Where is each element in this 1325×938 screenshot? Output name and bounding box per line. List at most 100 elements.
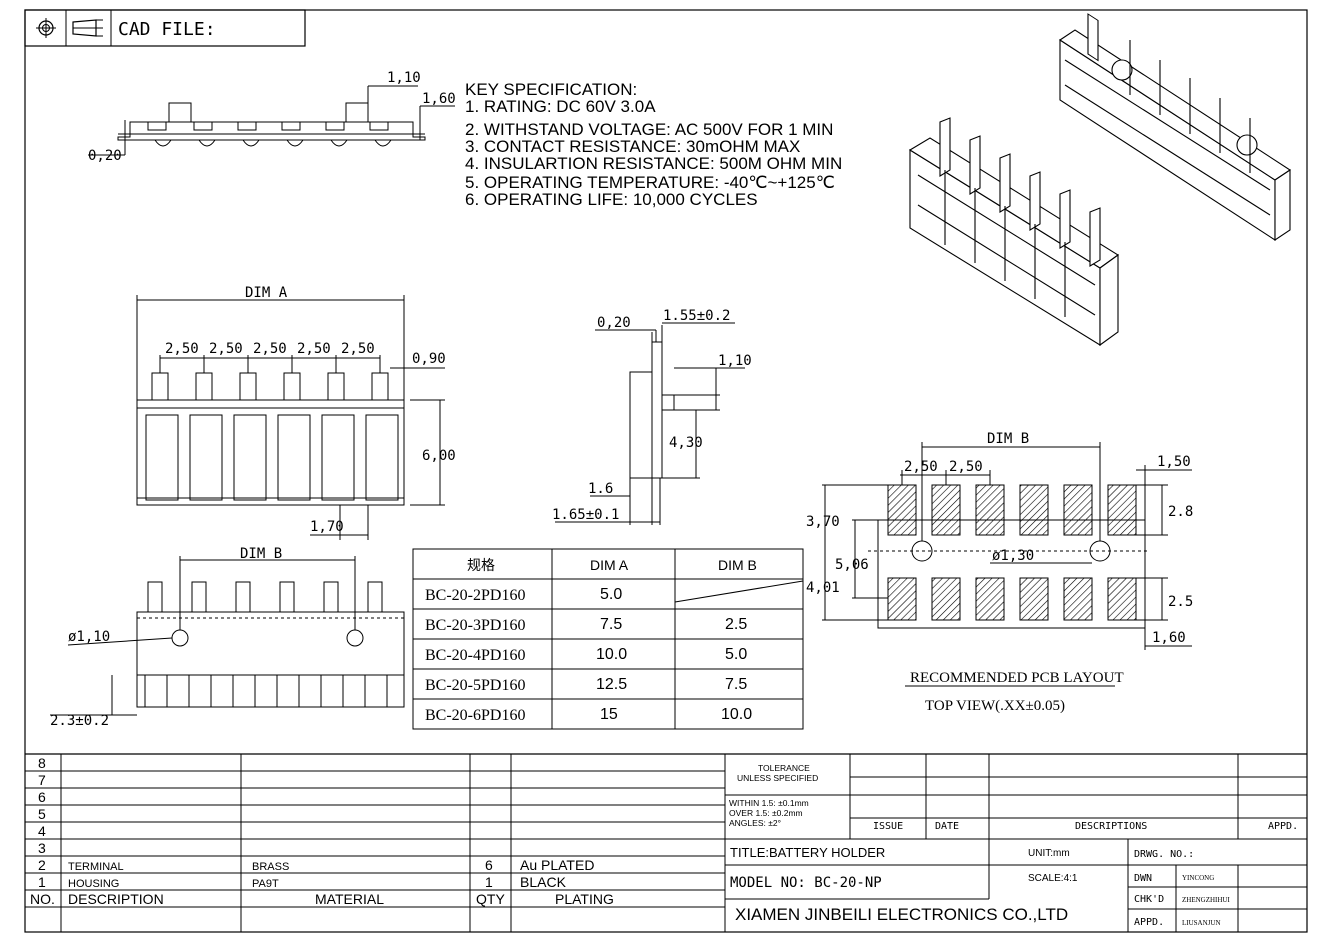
bom-plating: Au PLATED: [520, 857, 594, 873]
table-cell: 12.5: [596, 676, 627, 693]
chkd-label: CHK'D: [1134, 894, 1164, 905]
pcb-dim-160: 1,60: [1152, 630, 1186, 646]
table-cell: 5.0: [725, 646, 747, 663]
bom-no: 4: [38, 823, 46, 839]
bom-desc: HOUSING: [68, 878, 119, 890]
pcb-dim-250b: 2,50: [949, 459, 983, 475]
bottom-dim-b: DIM B: [240, 546, 282, 562]
tolerance-title-text: TOLERANCE: [758, 763, 810, 773]
position-tolerance-icon: [36, 18, 56, 38]
bom-table: [25, 753, 1307, 932]
pcb-caption-title: RECOMMENDED PCB LAYOUT: [910, 670, 1124, 686]
table-cell: 7.5: [725, 676, 747, 693]
bom-no: 8: [38, 755, 46, 771]
pcb-dim-28: 2.8: [1168, 504, 1193, 520]
key-spec-item: 2. WITHSTAND VOLTAGE: AC 500V FOR 1 MIN: [465, 120, 833, 139]
section-view: [555, 322, 745, 525]
bom-header-no: NO.: [30, 891, 55, 907]
pcb-dim-150: 1,50: [1157, 454, 1191, 470]
section-dim-16: 1.6: [588, 481, 613, 497]
table-cell: 10.0: [721, 706, 752, 723]
bom-no: 1: [38, 874, 46, 890]
top-view: [136, 295, 445, 540]
pcb-layout: [822, 442, 1192, 687]
key-specification: KEY SPECIFICATION: 1. RATING: DC 60V 3.0…: [465, 80, 842, 209]
bom-desc: TERMINAL: [68, 861, 124, 873]
bom-no: 2: [38, 857, 46, 873]
bottom-view: [50, 556, 405, 716]
bom-qty: 1: [485, 874, 493, 890]
bom-header-plating: PLATING: [555, 891, 614, 907]
top-dim-600: 6,00: [422, 448, 456, 464]
top-dim-170: 1,70: [310, 519, 344, 535]
scale-label: SCALE:4:1: [1028, 873, 1078, 884]
section-dim-110: 1,10: [718, 353, 752, 369]
bom-qty: 6: [485, 857, 493, 873]
table-cell: 5.0: [600, 586, 622, 603]
table-header: DIM B: [718, 557, 757, 573]
bom-material: BRASS: [252, 861, 289, 873]
top-pitch: 2,50: [209, 341, 243, 357]
title-block: [725, 754, 1307, 932]
model-number: MODEL NO: BC-20-NP: [730, 875, 882, 891]
descriptions-label: DESCRIPTIONS: [1075, 821, 1147, 832]
top-pitch: 2,50: [297, 341, 331, 357]
bom-no: 6: [38, 789, 46, 805]
cad-file-header: CAD FILE:: [24, 9, 306, 47]
isometric-view: [908, 13, 1291, 347]
appd-name: LIUSANJUN: [1182, 919, 1221, 927]
top-pitch: 2,50: [253, 341, 287, 357]
bom-no: 5: [38, 806, 46, 822]
bom-no: 7: [38, 772, 46, 788]
drawing-frame: [24, 9, 1308, 933]
chkd-name: ZHENGZHIHUI: [1182, 896, 1230, 904]
drawing-title: TITLE:BATTERY HOLDER: [730, 845, 885, 860]
table-cell: BC-20-4PD160: [425, 647, 525, 664]
appd-label-2: APPD.: [1134, 917, 1164, 928]
table-cell: BC-20-6PD160: [425, 707, 525, 724]
company-name: XIAMEN JINBEILI ELECTRONICS CO.,LTD: [735, 905, 1068, 924]
section-dim-430: 4,30: [669, 435, 703, 451]
bom-material: PA9T: [252, 878, 279, 890]
table-cell: BC-20-3PD160: [425, 617, 525, 634]
pcb-dim-401: 4,01: [806, 580, 840, 596]
dim-table-text: 规格 DIM A DIM B BC-20-2PD160 5.0 BC-20-3P…: [425, 557, 757, 724]
key-spec-title: KEY SPECIFICATION:: [465, 80, 637, 99]
top-dim-a: DIM A: [245, 285, 288, 301]
bottom-dim-23: 2.3±0.2: [50, 713, 109, 729]
section-dim-155: 1.55±0.2: [663, 308, 730, 324]
dim-table: [412, 548, 804, 730]
key-spec-item: 6. OPERATING LIFE: 10,000 CYCLES: [465, 190, 758, 209]
table-cell: 10.0: [596, 646, 627, 663]
bom-no: 3: [38, 840, 46, 856]
tolerance-title-line2: UNLESS SPECIFIED: [737, 773, 818, 783]
table-cell: 2.5: [725, 616, 747, 633]
side-view: [88, 85, 455, 156]
issue-label: ISSUE: [873, 821, 903, 832]
section-dim-165: 1.65±0.1: [552, 507, 619, 523]
projection-symbol-icon: [72, 19, 103, 37]
pcb-dim-b: DIM B: [987, 431, 1029, 447]
tolerance-title: TOLERANCE UNLESS SPECIFIED: [737, 763, 818, 783]
appd-label: APPD.: [1268, 821, 1298, 832]
top-pitch: 2,50: [341, 341, 375, 357]
tolerance-within: WITHIN 1.5: ±0.1mm: [729, 798, 809, 808]
pcb-dim-25: 2.5: [1168, 594, 1193, 610]
table-cell: BC-20-2PD160: [425, 587, 525, 604]
bom-text: 8 7 6 5 4 3 2 1 TERMINAL HOUSING BRASS P…: [30, 755, 614, 907]
table-cell: 15: [600, 706, 618, 723]
cad-file-label: CAD FILE:: [118, 19, 216, 40]
bottom-hole-dim: ø1,10: [68, 629, 110, 645]
dwn-label: DWN: [1134, 873, 1152, 884]
pcb-dim-506: 5,06: [835, 557, 869, 573]
unit-label: UNIT:mm: [1028, 848, 1070, 859]
pcb-dim-370: 3,70: [806, 514, 840, 530]
top-dim-090: 0,90: [412, 351, 446, 367]
bom-header-desc: DESCRIPTION: [68, 891, 164, 907]
side-dim-160: 1,60: [422, 91, 456, 107]
key-spec-item: 4. INSULARTION RESISTANCE: 500M OHM MIN: [465, 154, 842, 173]
section-dim-020: 0,20: [597, 315, 631, 331]
pcb-dim-250a: 2,50: [904, 459, 938, 475]
side-dim-110: 1,10: [387, 70, 421, 86]
